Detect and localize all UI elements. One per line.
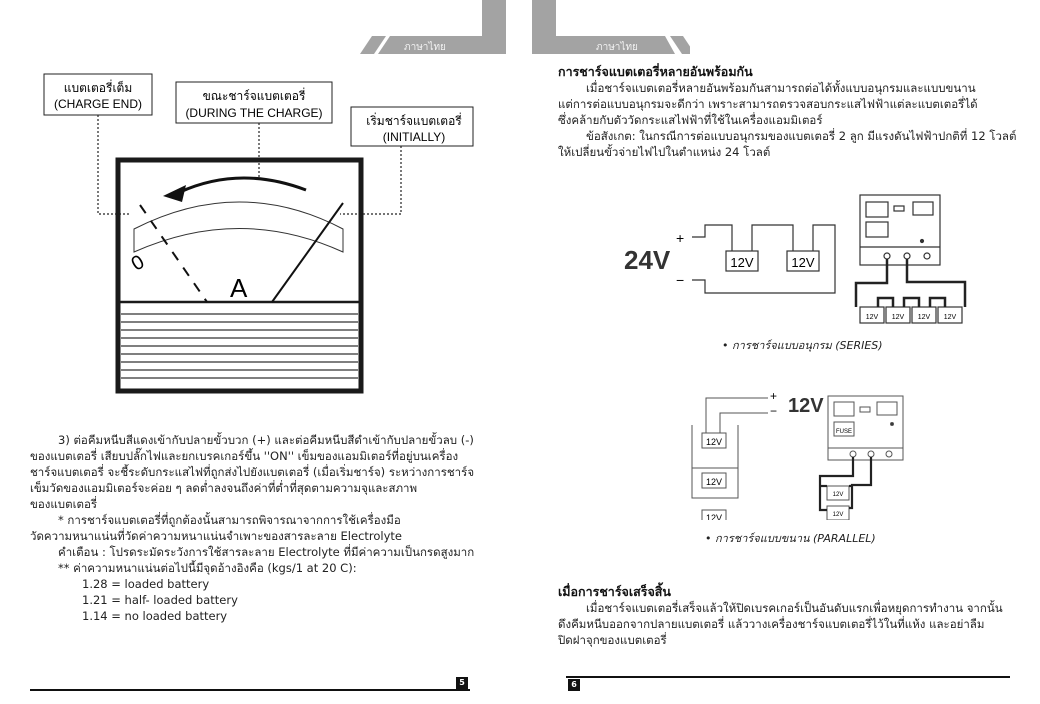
footer-rule-left — [30, 689, 470, 691]
para-line: ของแบตเตอรี่ เสียบปลั๊กไฟและยกเบรคเกอร์ข… — [30, 449, 459, 463]
section-title-charge-complete: เมื่อการชาร์จเสร็จสิ้น — [558, 584, 671, 599]
note-line: ข้อสังเกต: ในกรณีการต่อแบบอนุกรมของแบตเต… — [586, 129, 1017, 143]
svg-text:12V: 12V — [788, 395, 824, 417]
svg-text:24V: 24V — [624, 245, 671, 275]
svg-text:แบตเตอรี่เต็ม: แบตเตอรี่เต็ม — [64, 79, 133, 95]
svg-text:+: + — [770, 389, 777, 403]
page-number-left: 5 — [456, 677, 468, 689]
svg-text:FUSE: FUSE — [836, 429, 852, 435]
density-note: ** ค่าความหนาแน่นต่อไปนี้มีจุดอ้างอิงคือ… — [58, 561, 357, 575]
svg-text:12V: 12V — [866, 314, 879, 321]
svg-text:12V: 12V — [944, 314, 957, 321]
svg-text:12V: 12V — [706, 477, 722, 487]
right-tab-label: ภาษาไทย — [596, 42, 638, 53]
left-body: 3) ต่อคีมหนีบสีแดงเข้ากับปลายขั้วบวก (+)… — [30, 432, 474, 624]
density-item: 1.21 = half- loaded battery — [82, 593, 238, 607]
svg-text:12V: 12V — [706, 437, 722, 447]
section-title-multi-charge: การชาร์จแบตเตอรี่หลายอันพร้อมกัน — [558, 64, 753, 79]
note-line: วัดความหนาแน่นที่วัดค่าความหนาแน่นจำเพาะ… — [30, 529, 402, 543]
para-line: ซึ่งคล้ายกับตัววัดกระแสไฟฟ้าที่ใช้ในเครื… — [558, 113, 823, 127]
svg-text:12V: 12V — [706, 513, 722, 520]
density-item: 1.14 = no loaded battery — [82, 609, 228, 623]
svg-text:12V: 12V — [833, 492, 844, 498]
note-line: * การชาร์จแบตเตอรี่ที่ถูกต้องนั้นสามารถพ… — [58, 513, 401, 527]
svg-text:(CHARGE END): (CHARGE END) — [54, 97, 142, 111]
right-section2: เมื่อการชาร์จเสร็จสิ้น เมื่อชาร์จแบตเตอร… — [558, 584, 1003, 648]
density-item: 1.28 = loaded battery — [82, 577, 210, 591]
svg-text:(INITIALLY): (INITIALLY) — [383, 130, 445, 144]
left-tab-label: ภาษาไทย — [404, 42, 446, 53]
ammeter-diagram: แบตเตอรี่เต็ม (CHARGE END) ขณะชาร์จแบตเต… — [43, 73, 474, 394]
para-line: แต่การต่อแบบอนุกรมจะดีกว่า เพราะสามารถตร… — [558, 97, 978, 111]
para-line: ของแบตเตอรี่ — [30, 497, 98, 511]
svg-text:A: A — [230, 273, 248, 303]
svg-text:เริ่มชาร์จแบตเตอรี่: เริ่มชาร์จแบตเตอรี่ — [366, 112, 462, 128]
svg-text:12V: 12V — [833, 512, 844, 518]
para-line: 3) ต่อคีมหนีบสีแดงเข้ากับปลายขั้วบวก (+)… — [58, 433, 474, 447]
page-number-right: 6 — [568, 679, 580, 691]
svg-text:ขณะชาร์จแบตเตอรี่: ขณะชาร์จแบตเตอรี่ — [203, 87, 306, 103]
para-line: เมื่อชาร์จแบตเตอรี่หลายอันพร้อมกันสามารถ… — [586, 81, 976, 95]
para-line: ชาร์จแบตเตอรี่ จะชี้ระดับกระแสไฟที่ถูกส่… — [30, 465, 475, 479]
svg-text:0: 0 — [128, 251, 149, 276]
para-line: ดึงคีมหนีบออกจากปลายแบตเตอรี่ แล้ววางเคร… — [558, 617, 985, 631]
svg-text:12V: 12V — [918, 314, 931, 321]
svg-text:(DURING THE CHARGE): (DURING THE CHARGE) — [185, 106, 322, 120]
header-tabs — [360, 0, 690, 54]
series-diagram: 24V + − 12V 12V 12V 12V 12V 12V — [624, 194, 967, 324]
svg-text:+: + — [676, 230, 684, 246]
para-line: ปิดฝาจุกของแบตเตอรี่ — [558, 633, 667, 647]
para-line: เข็มวัดของแอมมิเตอร์จะค่อย ๆ ลดต่ำลงจนถึ… — [30, 481, 418, 495]
series-caption: • การชาร์จแบบอนุกรม (SERIES) — [722, 339, 883, 352]
svg-text:−: − — [676, 272, 684, 288]
note-line: ให้เปลี่ยนขั้วจ่ายไฟไปในตำแหน่ง 24 โวลต์ — [558, 145, 771, 159]
warning-text: คำเตือน : โปรดระมัดระวังการใช้สารละลาย E… — [58, 545, 475, 559]
parallel-caption: • การชาร์จแบบขนาน (PARALLEL) — [705, 532, 876, 545]
svg-text:12V: 12V — [791, 255, 814, 270]
svg-text:12V: 12V — [892, 314, 905, 321]
right-section1: การชาร์จแบตเตอรี่หลายอันพร้อมกัน เมื่อชา… — [558, 64, 1016, 160]
svg-text:12V: 12V — [730, 255, 753, 270]
para-line: เมื่อชาร์จแบตเตอรี่เสร็จแล้วให้ปิดเบรคเก… — [586, 601, 1003, 615]
parallel-diagram: + − 12V 12V 12V 12V 12V 12V FUSE — [691, 389, 904, 520]
svg-text:−: − — [770, 404, 777, 418]
footer-rule-right — [566, 676, 1010, 678]
